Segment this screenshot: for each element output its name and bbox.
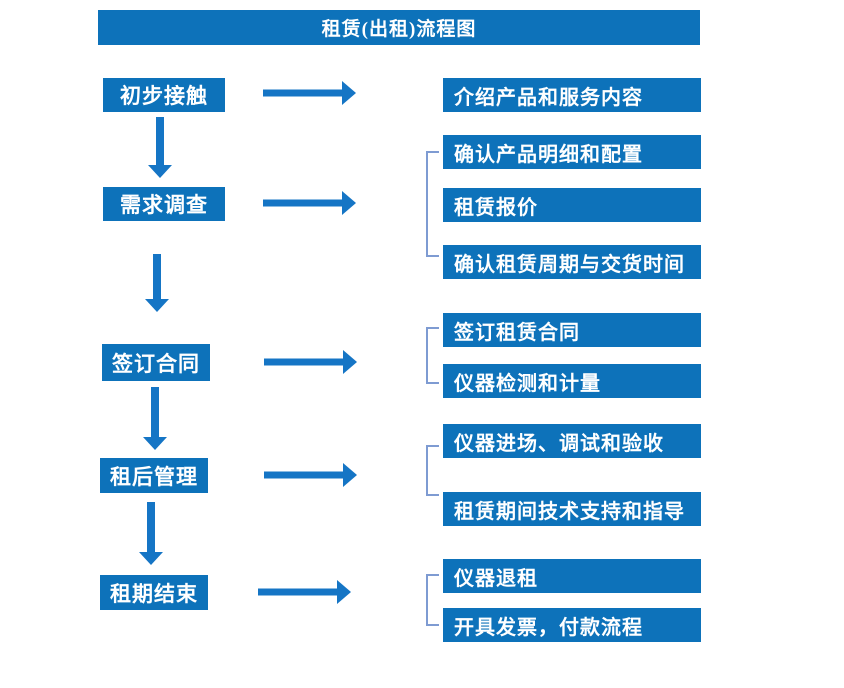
- detail-box-instrument-testing-metering: 仪器检测和计量: [443, 364, 701, 398]
- detail-box-rental-quote: 租赁报价: [443, 188, 701, 222]
- stage-box-sign-contract: 签订合同: [102, 344, 210, 381]
- down-arrow-icon: [143, 387, 167, 450]
- stage-box-needs-survey: 需求调查: [103, 187, 225, 221]
- group-bracket: [426, 574, 439, 626]
- detail-box-confirm-rental-period-delivery: 确认租赁周期与交货时间: [443, 245, 701, 279]
- right-arrow-icon: [263, 191, 356, 215]
- down-arrow-icon: [145, 254, 169, 312]
- detail-box-instrument-return: 仪器退租: [443, 559, 701, 593]
- right-arrow-icon: [264, 463, 357, 487]
- detail-box-technical-support-guidance: 租赁期间技术支持和指导: [443, 492, 701, 526]
- stage-box-initial-contact: 初步接触: [103, 78, 225, 112]
- detail-box-invoice-payment-process: 开具发票，付款流程: [443, 608, 701, 642]
- right-arrow-icon: [258, 580, 351, 604]
- detail-box-introduce-products-services: 介绍产品和服务内容: [443, 78, 701, 112]
- right-arrow-icon: [263, 81, 356, 105]
- group-bracket: [426, 151, 439, 257]
- detail-box-confirm-product-details-config: 确认产品明细和配置: [443, 135, 701, 169]
- stage-box-post-rental-management: 租后管理: [100, 458, 208, 493]
- detail-box-instrument-entry-debug-acceptance: 仪器进场、调试和验收: [443, 424, 701, 458]
- down-arrow-icon: [139, 502, 163, 565]
- stage-box-rental-end: 租期结束: [100, 575, 208, 610]
- down-arrow-icon: [148, 117, 172, 178]
- detail-box-sign-rental-contract: 签订租赁合同: [443, 313, 701, 347]
- right-arrow-icon: [264, 350, 357, 374]
- group-bracket: [426, 327, 439, 384]
- page-title: 租赁(出租)流程图: [98, 10, 700, 45]
- group-bracket: [426, 445, 439, 496]
